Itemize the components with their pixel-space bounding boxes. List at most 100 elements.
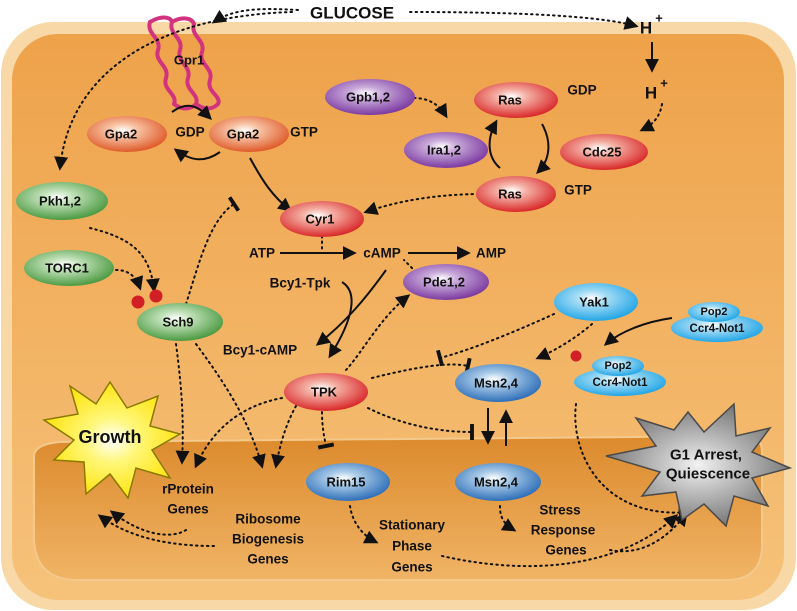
ras-gtp-label: Ras <box>498 187 522 202</box>
gpb12-label: Gpb1,2 <box>346 90 390 105</box>
edge-tpk-to-pde <box>345 294 411 371</box>
g1-arrest-label-line2: Quiescence <box>666 466 750 483</box>
stationary-genes-line2: Phase <box>392 539 432 554</box>
edge-sch9-to-rprotein <box>175 343 190 465</box>
node-pde12: Pde1,2 <box>403 264 489 300</box>
ribi-genes-line1: Ribosome <box>235 512 301 527</box>
edge-rprotein-to-growth <box>109 510 187 536</box>
node-cdc25: Cdc25 <box>560 134 648 170</box>
edge-pkh-to-sch9 <box>89 227 160 293</box>
stress-genes-line1: Stress <box>539 503 580 518</box>
ras-gdp-label: Ras <box>498 93 522 108</box>
proton-label-inside: H <box>645 84 657 103</box>
atp-label: ATP <box>249 246 275 261</box>
edge-camp-to-bcy1camp <box>315 269 387 346</box>
pathway-edges <box>54 8 693 568</box>
edge-proton-to-cdc25 <box>639 103 663 132</box>
gtp-label-ras: GTP <box>564 183 592 198</box>
g1-arrest-label-line1: G1 Arrest, <box>670 447 742 464</box>
cyr1-label: Cyr1 <box>306 212 335 227</box>
bcy1-tpk-label: Bcy1-Tpk <box>270 276 331 291</box>
edge-tpk-to-rprotein <box>194 397 283 469</box>
edge-bcy1tpk-to-tpk <box>328 281 353 359</box>
node-yak1: Yak1 <box>554 283 638 321</box>
glucose-label: GLUCOSE <box>310 4 394 23</box>
cdc25-label: Cdc25 <box>582 145 621 160</box>
edge-ribi-to-growth <box>97 514 215 547</box>
gpr1-label: Gpr1 <box>174 53 204 68</box>
node-ira12: Ira1,2 <box>404 132 488 168</box>
stationary-phase-genes: Stationary Phase Genes <box>379 518 446 575</box>
rprotein-genes-line1: rProtein <box>162 482 214 497</box>
edge-torc1-to-sch9 <box>115 269 144 291</box>
gdp-label-gpa2: GDP <box>175 125 204 140</box>
gpr1-transmembrane-coil <box>147 15 221 111</box>
edge-tpk-inhibits-rim15 <box>317 411 335 450</box>
node-ccr4-not1-free: Pop2 Ccr4-Not1 <box>671 302 763 342</box>
node-cyr1: Cyr1 <box>280 201 364 237</box>
node-ras-gtp: Ras <box>476 176 556 212</box>
edge-ras-gtp-to-gdp <box>484 119 501 169</box>
stationary-genes-line3: Genes <box>391 560 432 575</box>
edge-ccr4-to-g1 <box>574 403 693 520</box>
stress-genes-line2: Response <box>531 523 596 538</box>
node-pkh12: Pkh1,2 <box>16 182 108 220</box>
proton-charge-inside: + <box>660 76 668 91</box>
edge-ras-gdp-to-gtp <box>536 123 551 174</box>
extracellular-proton: H + <box>640 11 663 38</box>
edge-yak1-inhibits-tpk <box>436 313 555 367</box>
edge-tpk-inhibits-msn <box>367 407 474 441</box>
ribi-genes-line2: Biogenesis <box>232 532 304 547</box>
edge-sch9-to-ribi <box>195 343 266 469</box>
tpk-label: TPK <box>311 385 338 400</box>
gpr1-receptor: Gpr1 <box>147 15 221 111</box>
edge-tpk-inhibits-msn-cyto <box>371 357 472 379</box>
node-gpb12: Gpb1,2 <box>325 79 415 115</box>
edge-gpa2-gdp-to-gtp <box>171 104 212 120</box>
ccr4-not1-bound-label: Ccr4-Not1 <box>593 377 649 389</box>
edge-yak1-to-msn-cyto <box>535 323 593 360</box>
stationary-genes-line1: Stationary <box>379 518 446 533</box>
node-msn24-cytoplasm: Msn2,4 <box>455 364 541 402</box>
node-torc1: TORC1 <box>24 250 114 286</box>
pop2-phospho-dot <box>570 350 582 362</box>
ccr4-not1-free-label: Ccr4-Not1 <box>690 323 746 335</box>
rprotein-genes: rProtein Genes <box>162 482 214 517</box>
edge-ras-gtp-to-cyr1 <box>363 193 485 215</box>
edge-gpa2-gtp-to-gdp <box>173 148 221 163</box>
camp-label: cAMP <box>363 246 401 261</box>
node-gpa2-gtp: Gpa2 <box>209 116 289 152</box>
rprotein-genes-line2: Genes <box>167 502 208 517</box>
bcy1-camp-label: Bcy1-cAMP <box>223 343 297 358</box>
edge-glucose-to-gpr1 <box>211 8 299 24</box>
msn24-nucleus-label: Msn2,4 <box>474 475 519 490</box>
stress-genes-line3: Genes <box>545 543 586 558</box>
node-msn24-nucleus: Msn2,4 <box>455 463 541 501</box>
intracellular-proton: H + <box>645 76 668 103</box>
edge-yak1-to-pop2 <box>603 317 673 346</box>
edge-glucose-to-pkh <box>54 11 293 171</box>
gtp-label-gpa2: GTP <box>290 125 318 140</box>
sch9-phospho-dot-1 <box>131 295 145 309</box>
ribi-genes-line3: Genes <box>247 552 288 567</box>
proton-label-outside: H <box>640 19 652 38</box>
edge-stationary-to-g1 <box>441 514 679 568</box>
amp-label: AMP <box>476 246 506 261</box>
pkh12-label: Pkh1,2 <box>39 194 81 209</box>
edge-rim15-to-stationary <box>349 505 379 544</box>
pop2-free-label: Pop2 <box>701 306 728 318</box>
yak1-label: Yak1 <box>579 295 609 310</box>
msn24-cytoplasm-label: Msn2,4 <box>474 376 519 391</box>
rim15-label: Rim15 <box>326 475 365 490</box>
edge-stress-to-g1 <box>609 511 688 553</box>
g1-arrest-star: G1 Arrest, Quiescence <box>605 402 793 528</box>
pop2-bound-label: Pop2 <box>605 360 632 372</box>
sch9-label: Sch9 <box>162 315 193 330</box>
edge-gpa2-gtp-to-cyr1 <box>249 157 293 212</box>
growth-label: Growth <box>79 427 142 447</box>
node-tpk: TPK <box>284 373 368 411</box>
node-rim15: Rim15 <box>306 463 390 501</box>
torc1-label: TORC1 <box>45 261 89 276</box>
node-ccr4-not1-bound: Pop2 Ccr4-Not1 <box>574 356 666 396</box>
